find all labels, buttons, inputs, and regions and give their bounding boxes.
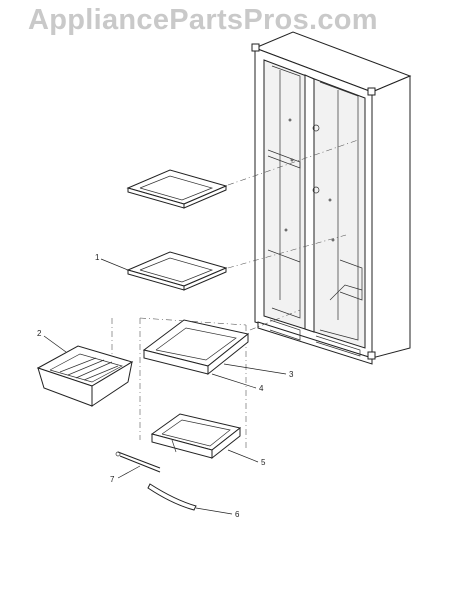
shelf-5 [150, 413, 242, 460]
shelf-1 [126, 251, 228, 291]
alignment-lines [111, 139, 359, 450]
callout-4: 4 [259, 384, 264, 393]
shelf-upper [126, 169, 228, 209]
callout-3: 3 [289, 370, 294, 379]
callout-6: 6 [235, 510, 240, 519]
watermark-logo: AppliancePartsPros.com [28, 4, 378, 36]
crisper-cover [142, 319, 250, 376]
callout-7: 7 [110, 475, 115, 484]
callout-labels: 1 2 3 4 5 6 7 [37, 253, 294, 519]
callout-2: 2 [37, 329, 42, 338]
callout-1: 1 [95, 253, 100, 262]
part-6-trim [147, 483, 197, 511]
crisper-pan [36, 345, 134, 407]
part-7-rod [115, 451, 161, 473]
leader-lines [43, 258, 287, 515]
callout-5: 5 [261, 458, 266, 467]
refrigerator-cabinet [251, 31, 412, 365]
